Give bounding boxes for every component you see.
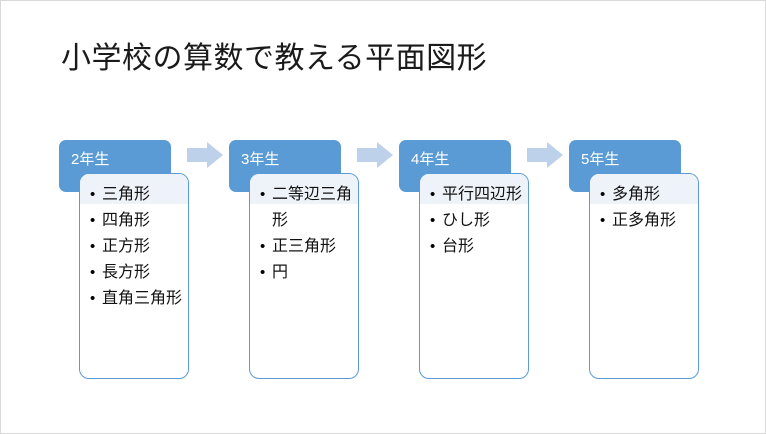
column-list-3: 平行四辺形 ひし形 台形 [420, 174, 528, 260]
column-header-label-3: 4年生 [411, 151, 450, 168]
arrow-right-icon [187, 142, 223, 168]
arrow-right-icon [357, 142, 393, 168]
arrow-right-icon [527, 142, 563, 168]
column-header-label-2: 3年生 [241, 151, 280, 168]
list-item[interactable]: 正方形 [90, 234, 182, 260]
list-item[interactable]: 二等辺三角形 [260, 182, 352, 234]
list-item[interactable]: 長方形 [90, 260, 182, 286]
column-header-label-1: 2年生 [71, 151, 110, 168]
list-item[interactable]: 直角三角形 [90, 286, 182, 312]
list-item[interactable]: 正三角形 [260, 234, 352, 260]
column-card-3[interactable]: 平行四辺形 ひし形 台形 [419, 173, 529, 379]
column-card-2[interactable]: 二等辺三角形 正三角形 円 [249, 173, 359, 379]
column-list-2: 二等辺三角形 正三角形 円 [250, 174, 358, 286]
column-card-1[interactable]: 三角形 四角形 正方形 長方形 直角三角形 [79, 173, 189, 379]
list-item[interactable]: 正多角形 [600, 208, 692, 234]
list-item[interactable]: 平行四辺形 [430, 182, 522, 208]
column-header-label-4: 5年生 [581, 151, 620, 168]
list-item[interactable]: 台形 [430, 234, 522, 260]
column-list-4: 多角形 正多角形 [590, 174, 698, 234]
page-title: 小学校の算数で教える平面図形 [61, 42, 488, 75]
list-item[interactable]: 四角形 [90, 208, 182, 234]
column-card-4[interactable]: 多角形 正多角形 [589, 173, 699, 379]
list-item[interactable]: 多角形 [600, 182, 692, 208]
list-item[interactable]: 三角形 [90, 182, 182, 208]
column-list-1: 三角形 四角形 正方形 長方形 直角三角形 [80, 174, 188, 312]
list-item[interactable]: ひし形 [430, 208, 522, 234]
list-item[interactable]: 円 [260, 260, 352, 286]
